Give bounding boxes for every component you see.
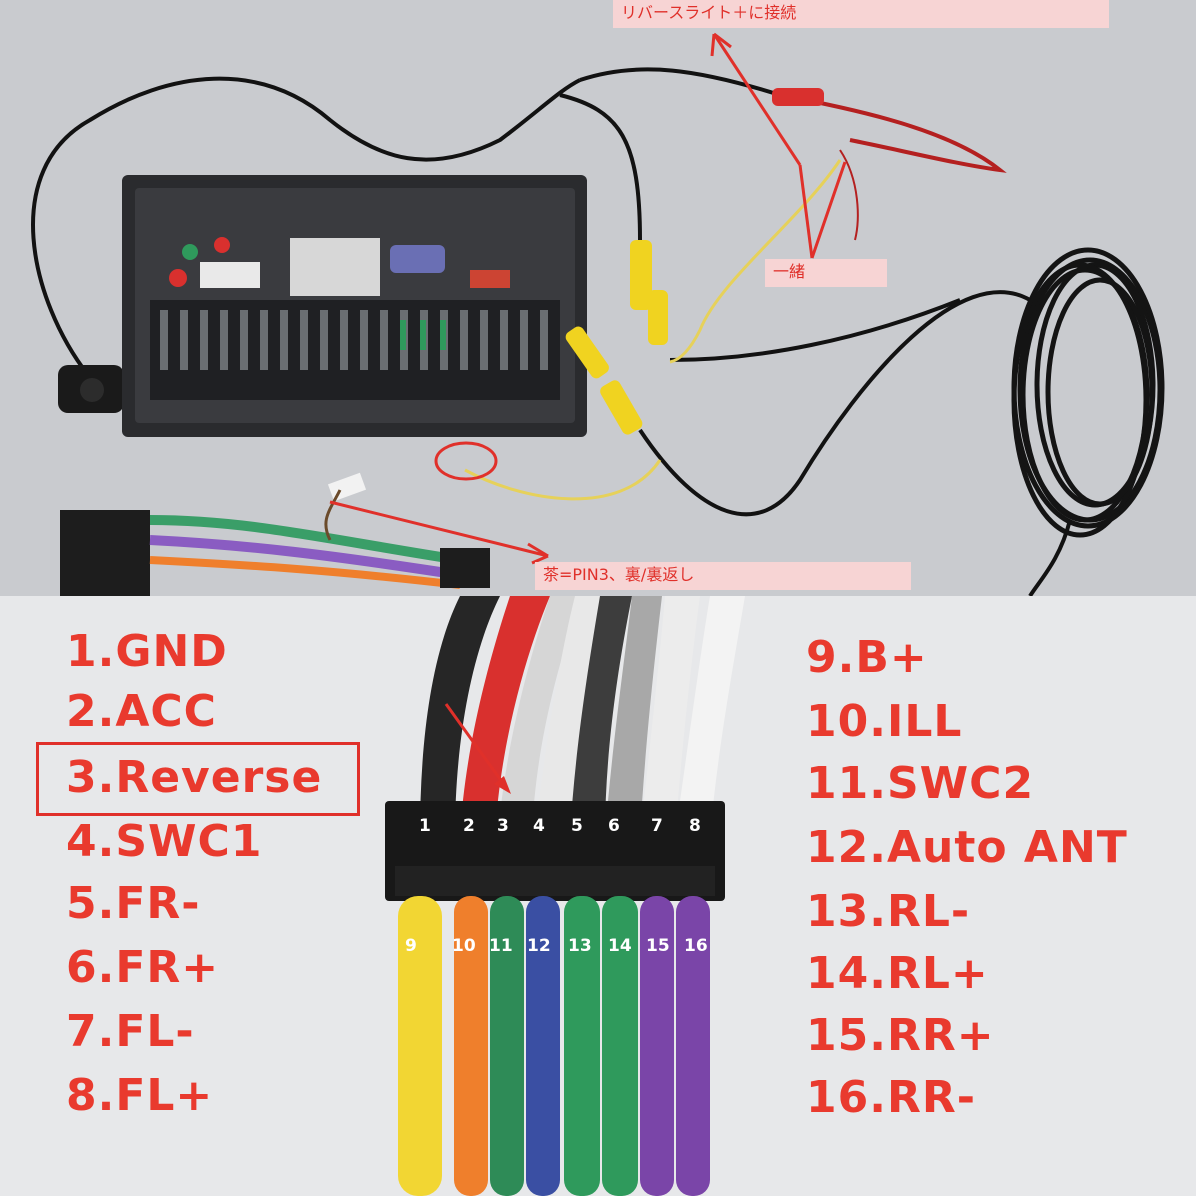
wiring-photo-drawing [31,32,1165,596]
pin-label-1: 1.GND [66,626,228,677]
pin-label-10: 10.ILL [806,696,963,747]
wiring-harness [60,472,490,596]
pin-label-13: 13.RL- [806,886,971,937]
pin-label-5: 5.FR- [66,878,201,929]
pin-number-12: 12 [527,936,551,956]
pin-label-11: 11.SWC2 [806,758,1035,809]
pin-number-7: 7 [651,816,663,836]
pin-label-8: 8.FL+ [66,1070,214,1121]
coiled-cable [1011,247,1165,538]
pin-number-14: 14 [608,936,632,956]
pin-label-12: 12.Auto ANT [806,822,1128,873]
pin-number-16: 16 [684,936,708,956]
pin-label-2: 2.ACC [66,686,217,737]
pin-number-9: 9 [405,936,417,956]
red-cable [772,88,1007,241]
connector-drawing [385,596,745,1196]
pinout-diagram: 1 2 3 4 5 6 7 8 9 10 11 12 13 14 15 16 1… [0,596,1196,1196]
pin-label-3: 3.Reverse [66,752,323,803]
pin-number-15: 15 [646,936,670,956]
pin-number-11: 11 [489,936,513,956]
pin-label-6: 6.FR+ [66,942,220,993]
pin3-arrow [444,703,511,794]
pin-label-14: 14.RL+ [806,948,989,999]
pin-label-4: 4.SWC1 [66,816,263,867]
callout-brown-pin3: 茶=PIN3、裏/裏返し [535,562,911,590]
callout-reverse-light: リバースライト＋に接続 [613,0,1109,28]
pin-number-6: 6 [608,816,620,836]
pin-number-4: 4 [533,816,545,836]
connector-bottom-wires [398,896,710,1196]
pin-number-3: 3 [497,816,509,836]
pin-number-1: 1 [419,816,431,836]
pin-number-5: 5 [571,816,583,836]
pin-label-9: 9.B+ [806,632,928,683]
callout-together: 一緒 [765,259,887,287]
pin-number-10: 10 [452,936,476,956]
pin-number-8: 8 [689,816,701,836]
wiring-photo: リバースライト＋に接続 一緒 茶=PIN3、裏/裏返し [0,0,1196,596]
annotation-arrows [329,32,847,565]
head-unit [122,175,587,437]
reverse-highlight-box [36,742,360,816]
pin-number-13: 13 [568,936,592,956]
yellow-cable [464,159,842,501]
pin-label-15: 15.RR+ [806,1010,995,1061]
rear-camera [58,365,124,413]
pin-label-7: 7.FL- [66,1006,195,1057]
pin-label-16: 16.RR- [806,1072,976,1123]
connector-top-wires [420,596,745,836]
pin-number-2: 2 [463,816,475,836]
